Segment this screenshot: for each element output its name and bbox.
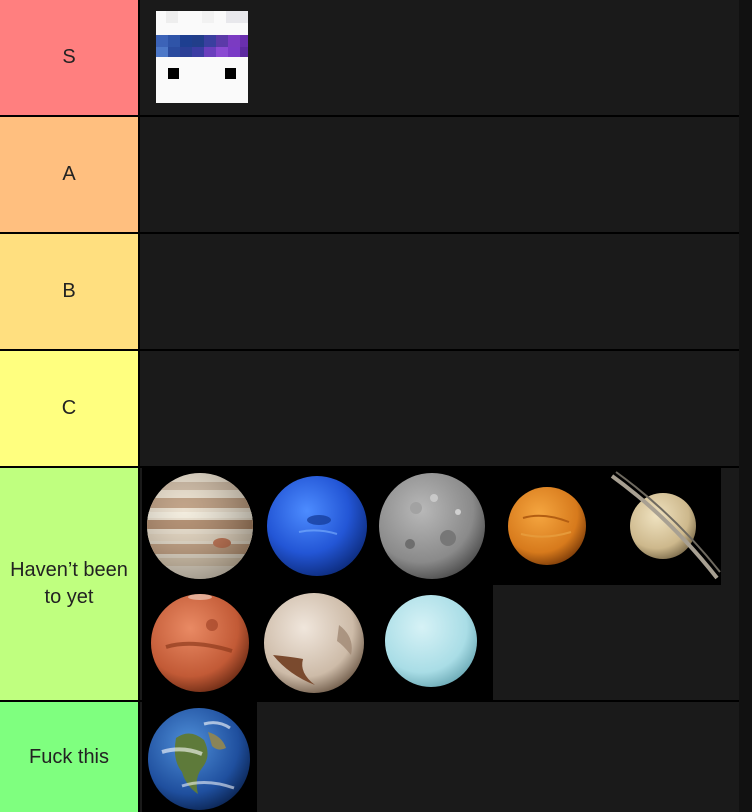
tier-items-c[interactable] — [142, 351, 739, 466]
jupiter-item[interactable] — [142, 468, 259, 585]
earth-item[interactable] — [142, 702, 257, 812]
uranus-item[interactable] — [376, 585, 493, 702]
tier-label-havent-been[interactable]: Haven’t been to yet — [0, 468, 140, 700]
tier-row-s: S — [0, 0, 739, 117]
tier-row-b: B — [0, 234, 739, 351]
tier-row-c: C — [0, 351, 739, 468]
tier-label-a[interactable]: A — [0, 117, 140, 232]
tier-label-b[interactable]: B — [0, 234, 140, 349]
scrollbar-track[interactable] — [739, 0, 752, 812]
mars-item[interactable] — [142, 585, 259, 702]
tier-label-c[interactable]: C — [0, 351, 140, 466]
tier-items-b[interactable] — [142, 234, 739, 349]
block-face-item[interactable] — [156, 11, 248, 103]
tier-items-a[interactable] — [142, 117, 739, 232]
tier-items-fuck-this[interactable] — [142, 702, 739, 812]
tier-items-havent-been[interactable] — [142, 468, 739, 702]
neptune-item[interactable] — [259, 468, 376, 585]
tier-label-fuck-this[interactable]: Fuck this — [0, 702, 140, 812]
venus-item[interactable] — [493, 468, 610, 585]
mercury-item[interactable] — [376, 468, 493, 585]
tier-label-s[interactable]: S — [0, 0, 140, 115]
pluto-item[interactable] — [259, 585, 376, 702]
saturn-item[interactable] — [610, 468, 721, 585]
tier-items-s[interactable] — [142, 0, 739, 115]
tier-row-havent-been: Haven’t been to yet — [0, 468, 739, 702]
tier-row-fuck-this: Fuck this — [0, 702, 739, 812]
tier-row-a: A — [0, 117, 739, 234]
